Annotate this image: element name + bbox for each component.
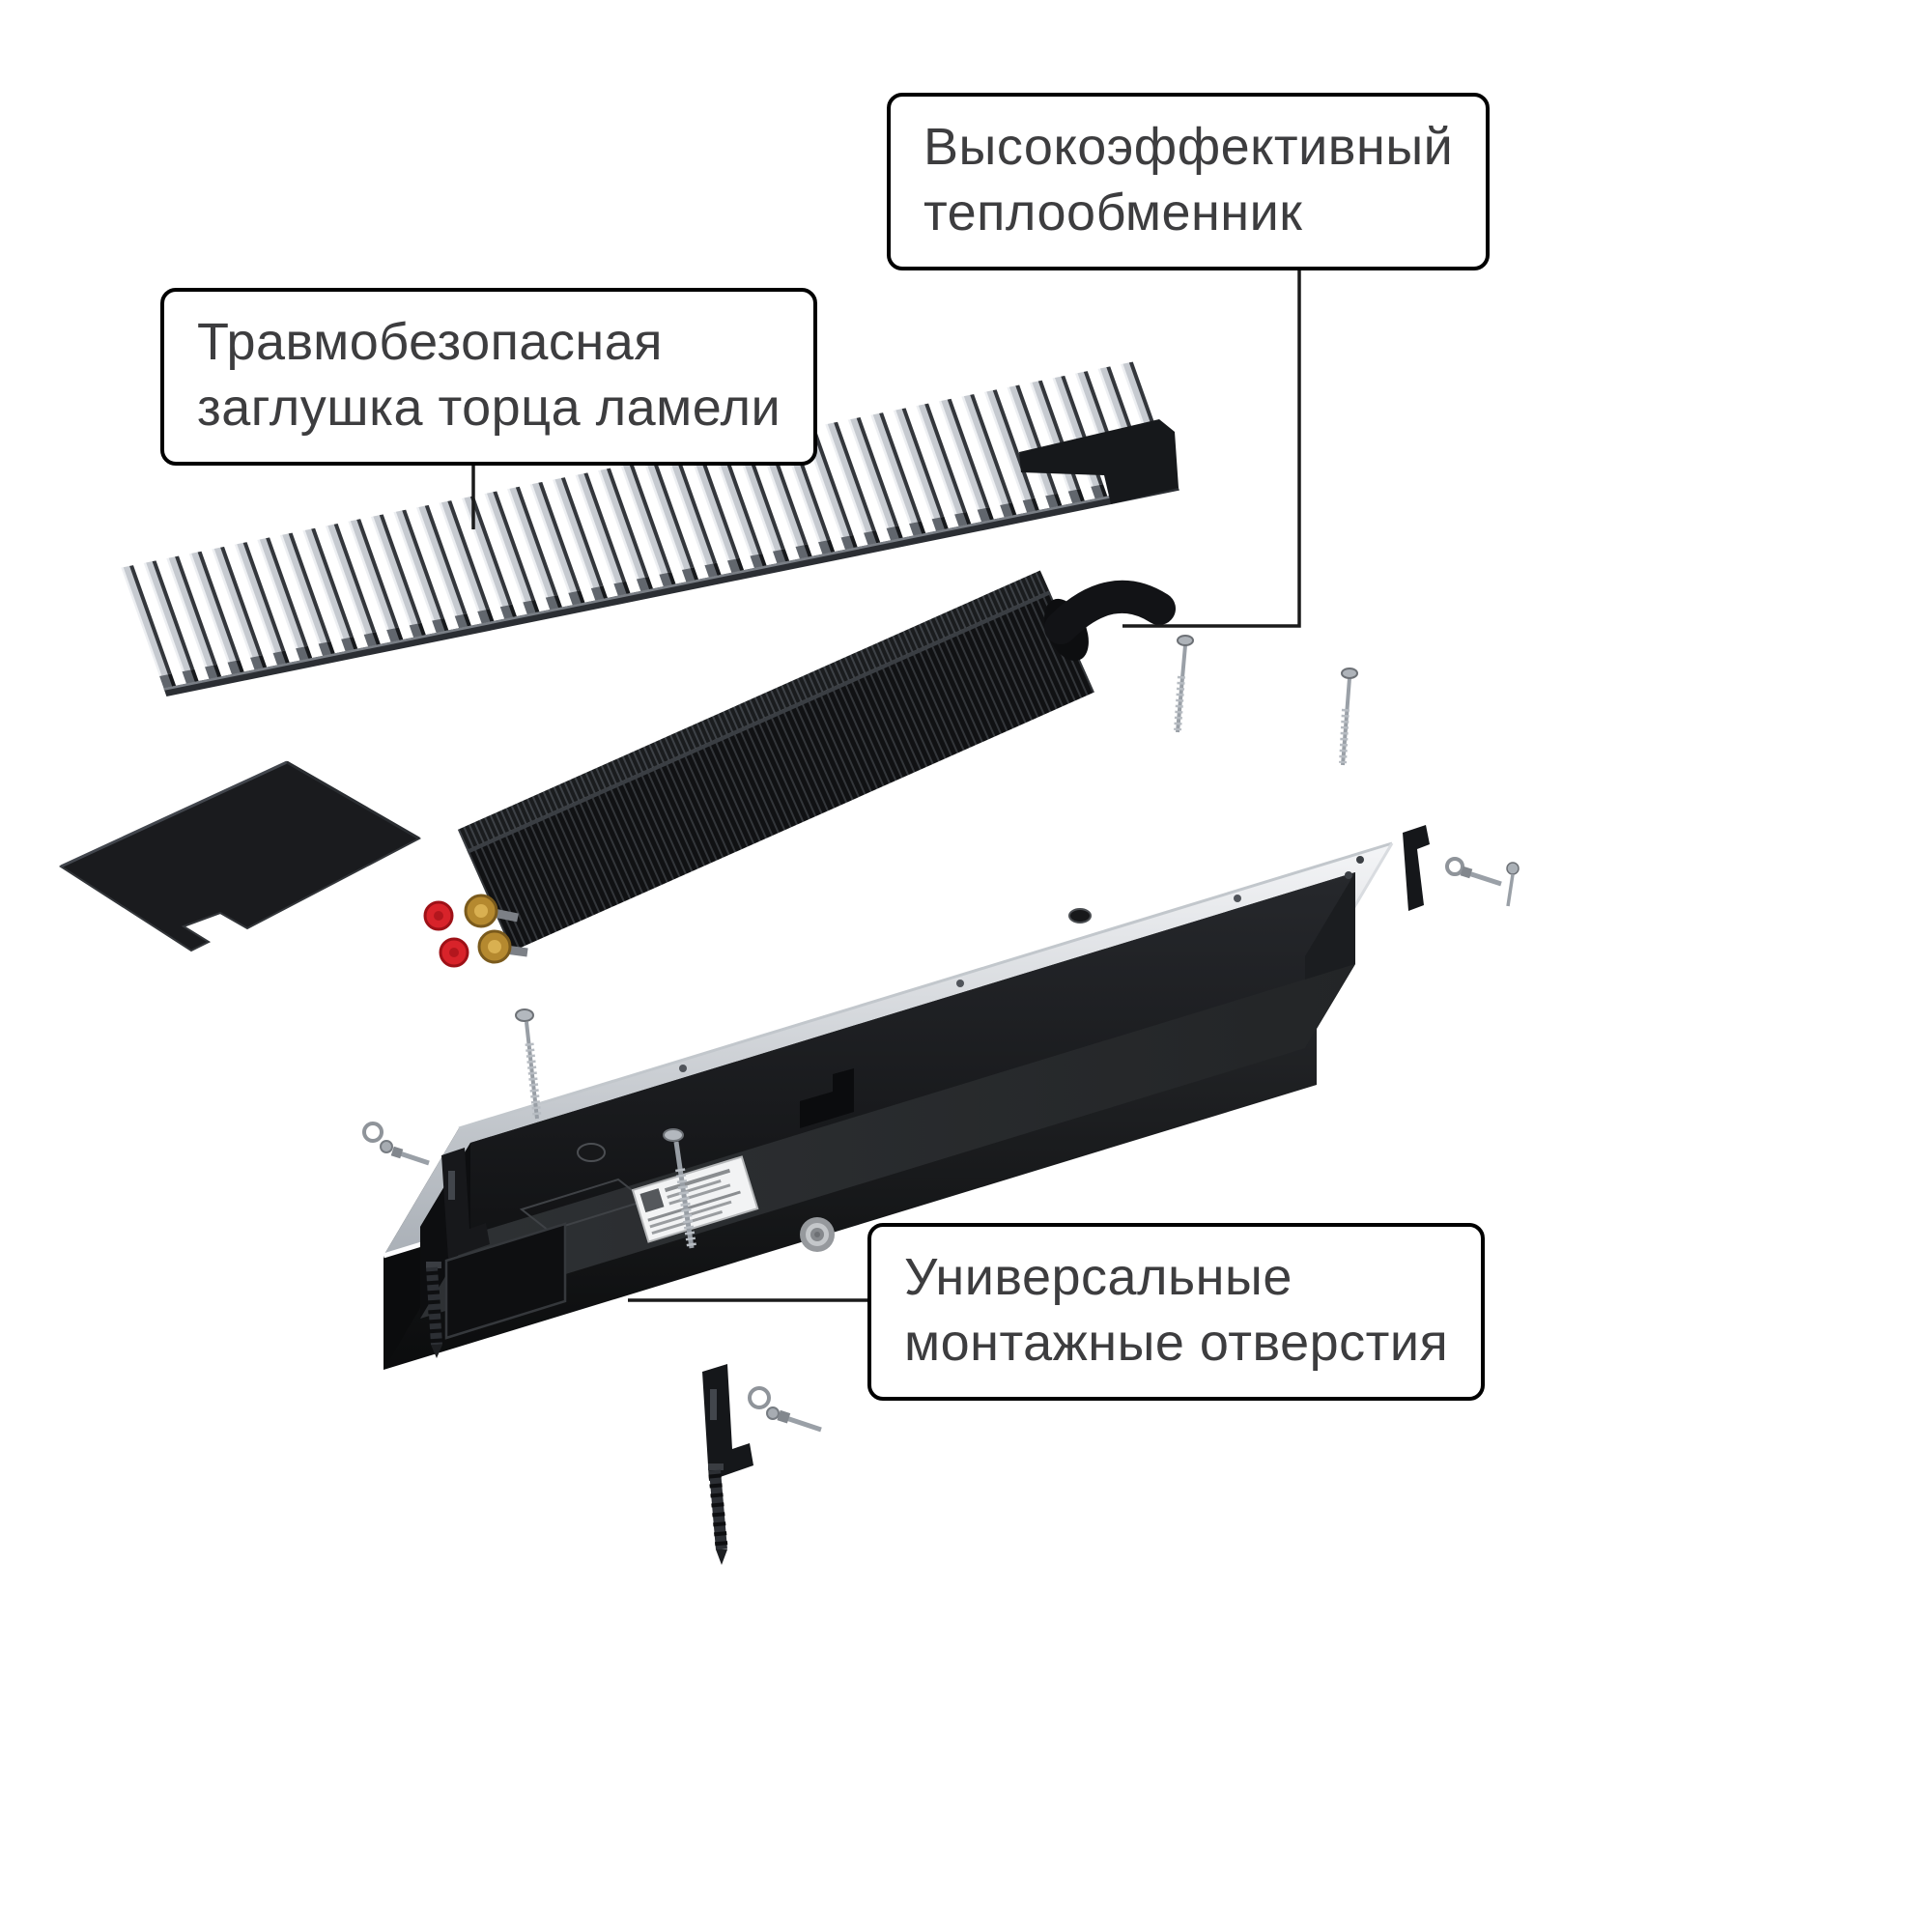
washer [748, 1386, 771, 1409]
mounting-screw [1174, 635, 1194, 733]
valve-connections [423, 894, 528, 968]
bolt [390, 1146, 430, 1166]
floor-knockout-hole [1068, 908, 1092, 923]
callout-text-line: Травмобезопасная [197, 313, 663, 371]
mounting-screw [1339, 668, 1358, 766]
floor-partition-bracket [800, 1068, 854, 1128]
callout-text-line: Универсальные [904, 1248, 1293, 1306]
leader-line-heat-exchanger [1122, 232, 1301, 628]
roller-grille [121, 361, 1179, 696]
washer [380, 1140, 393, 1153]
casing-inner-far-wall [470, 872, 1355, 1235]
exchanger-pipe-elbow [1044, 580, 1176, 644]
washer [362, 1122, 384, 1143]
heat-exchanger [457, 570, 1176, 952]
bolt [777, 1409, 822, 1433]
callout-text-line: заглушка торца ламели [197, 379, 781, 438]
cable-grommet [800, 1217, 835, 1252]
mounting-screw [663, 1128, 696, 1249]
washer [766, 1406, 780, 1420]
callout-text-line: монтажные отверстия [904, 1314, 1449, 1373]
wall-bracket [1403, 825, 1430, 911]
small-screw [1506, 862, 1520, 907]
end-lid-plate [58, 760, 422, 952]
bolt [1460, 866, 1502, 887]
trench-casing [383, 841, 1394, 1370]
front-wall-knockout [444, 1222, 567, 1340]
callout-text-line: Высокоэффективный [923, 118, 1454, 176]
wall-bracket [702, 1364, 753, 1481]
dowel-anchor [425, 1262, 443, 1358]
callout-lamella-end-cap: Травмобезопасная заглушка торца ламели [160, 288, 818, 467]
callout-mounting-holes: Универсальные монтажные отверстия [867, 1223, 1486, 1402]
grille-lock-bracket [1019, 419, 1179, 504]
wall-bracket [441, 1148, 490, 1259]
dowel-anchor [708, 1463, 728, 1565]
callout-text-line: теплообменник [923, 184, 1303, 242]
mounting-hardware [362, 635, 1520, 1565]
floor-knockout-hole [577, 1143, 606, 1162]
washer [1445, 857, 1464, 876]
callout-heat-exchanger: Высокоэффективный теплообменник [887, 93, 1491, 271]
mounting-screw [515, 1009, 542, 1120]
